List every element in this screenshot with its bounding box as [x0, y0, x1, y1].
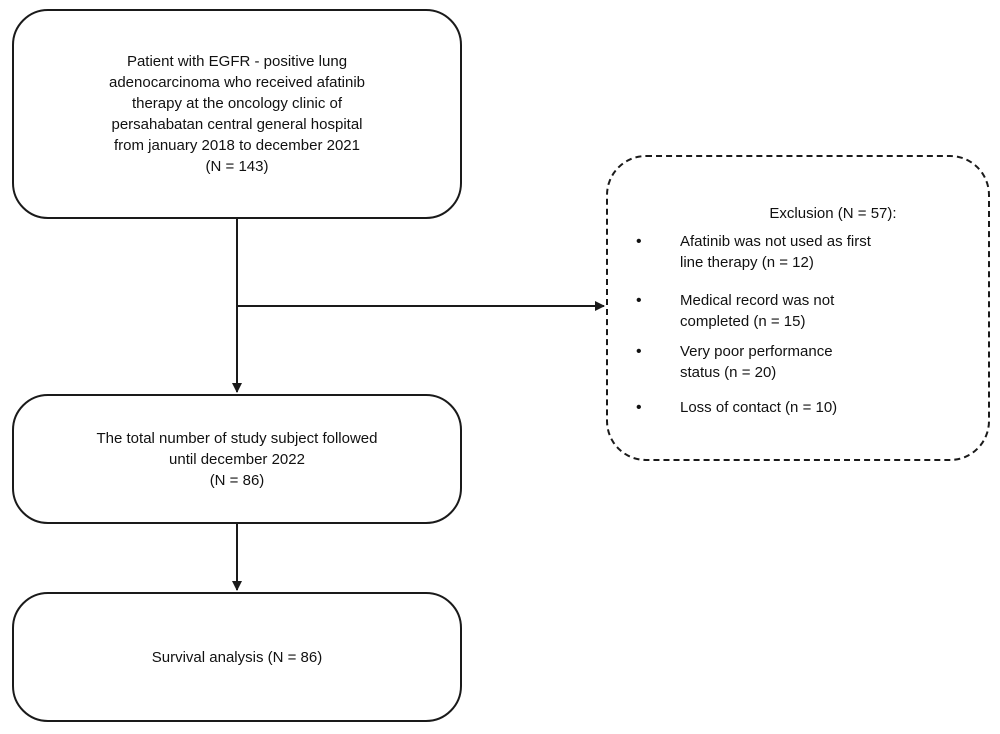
exclusion-item-text: Loss of contact (n = 10) — [680, 397, 968, 418]
exclusion-item-text: Afatinib was not used as first line ther… — [680, 231, 968, 273]
enrollment-box: Patient with EGFR - positive lung adenoc… — [12, 9, 462, 219]
enrollment-line: adenocarcinoma who received afatinib — [109, 74, 365, 91]
exclusion-box: Exclusion (N = 57): • Afatinib was not u… — [606, 155, 990, 461]
exclusion-item: • Medical record was not completed (n = … — [636, 290, 968, 332]
followed-box: The total number of study subject follow… — [12, 394, 462, 524]
exclusion-item-line: status (n = 20) — [680, 364, 777, 381]
exclusion-item: • Loss of contact (n = 10) — [636, 397, 968, 418]
exclusion-title: Exclusion (N = 57): — [769, 205, 897, 222]
followed-count: (N = 86) — [209, 471, 265, 489]
exclusion-item: • Very poor performance status (n = 20) — [636, 341, 968, 383]
exclusion-item-text: Very poor performance status (n = 20) — [680, 341, 968, 383]
bullet-icon: • — [636, 343, 642, 360]
followed-line: The total number of study subject follow… — [96, 429, 378, 447]
exclusion-item-line: Medical record was not — [680, 292, 835, 309]
enrollment-line: therapy at the oncology clinic of — [131, 95, 343, 112]
bullet-icon: • — [636, 233, 642, 250]
exclusion-item-line: Loss of contact (n = 10) — [680, 399, 838, 416]
analysis-box: Survival analysis (N = 86) — [12, 592, 462, 722]
followed-line: until december 2022 — [169, 450, 305, 468]
bullet-icon: • — [636, 292, 642, 309]
exclusion-item-line: Afatinib was not used as first — [680, 233, 871, 250]
exclusion-item-line: completed (n = 15) — [680, 313, 806, 330]
enrollment-line: from january 2018 to december 2021 — [114, 137, 360, 154]
exclusion-item-line: line therapy (n = 12) — [680, 254, 814, 271]
exclusion-item: • Afatinib was not used as first line th… — [636, 231, 968, 273]
exclusion-item-line: Very poor performance — [680, 343, 833, 360]
enrollment-line: Patient with EGFR - positive lung — [126, 53, 348, 70]
enrollment-count: (N = 143) — [205, 158, 269, 175]
bullet-icon: • — [636, 399, 642, 416]
enrollment-line: persahabatan central general hospital — [111, 116, 363, 133]
analysis-label: Survival analysis (N = 86) — [151, 648, 323, 666]
exclusion-item-text: Medical record was not completed (n = 15… — [680, 290, 968, 332]
